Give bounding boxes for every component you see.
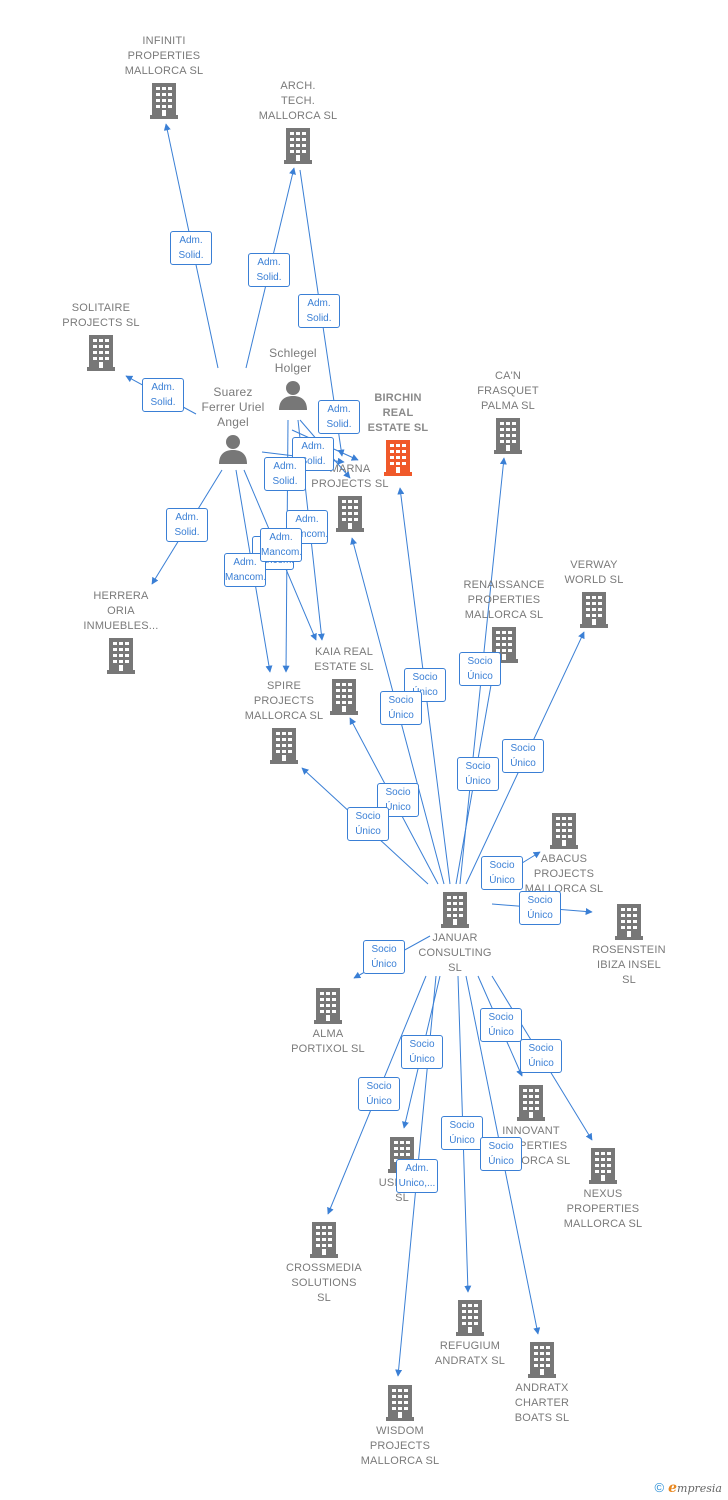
relation-label-januar-innovant[interactable]: Socio Único [480,1008,522,1042]
node-label-infiniti[interactable]: INFINITI PROPERTIES MALLORCA SL [124,35,204,77]
building-icon-wisdom[interactable] [386,1385,414,1421]
node-label-andratx[interactable]: ANDRATX CHARTER BOATS SL [514,1382,570,1424]
person-icon-suarez[interactable] [219,435,247,464]
relation-label-januar-kaia[interactable]: Socio Único [377,783,419,817]
node-label-renaissance[interactable]: RENAISSANCE PROPERTIES MALLORCA SL [463,579,545,621]
building-icon-rosenstein[interactable] [615,904,643,940]
node-label-spire[interactable]: SPIRE PROJECTS MALLORCA SL [244,680,324,722]
node-label-herrera[interactable]: HERRERA ORIA INMUEBLES... [83,590,159,632]
building-icon-crossmedia[interactable] [310,1222,338,1258]
building-icon-arch[interactable] [284,128,312,164]
building-icon-abacus[interactable] [550,813,578,849]
node-label-canfrasquet[interactable]: CA'N FRASQUET PALMA SL [477,370,539,412]
relation-label-januar-birchin[interactable]: Socio Único [404,668,446,702]
building-icon-canfrasquet[interactable] [494,418,522,454]
relation-label-januar-marna[interactable]: Socio Único [380,691,422,725]
relation-label-januar-andratx[interactable]: Socio Único [480,1137,522,1171]
relation-label-januar-crossmedia[interactable]: Socio Único [358,1077,400,1111]
brand-name: mpresia [677,1482,722,1495]
building-icon-herrera[interactable] [107,638,135,674]
node-label-rosenstein[interactable]: ROSENSTEIN IBIZA INSEL SL [592,944,666,986]
building-icon-spire[interactable] [270,728,298,764]
building-icon-alma[interactable] [314,988,342,1024]
relation-label-suarez-herrera[interactable]: Adm. Solid. [166,508,208,542]
building-icon-januar[interactable] [441,892,469,928]
node-label-marna[interactable]: MARNA PROJECTS SL [311,463,389,490]
node-label-abacus[interactable]: ABACUS PROJECTS MALLORCA SL [524,853,604,895]
relation-label-januar-refugium[interactable]: Socio Único [441,1116,483,1150]
relation-label-januar-renaissance[interactable]: Socio Único [457,757,499,791]
relation-label-suarez-solitaire[interactable]: Adm. Solid. [142,378,184,412]
node-label-birchin[interactable]: BIRCHIN REAL ESTATE SL [367,392,429,434]
copyright-icon: © [654,1480,665,1495]
relation-label-januar-canfrasquet[interactable]: Socio Único [459,652,501,686]
relation-label-suarez-infiniti[interactable]: Adm. Solid. [170,231,212,265]
building-icon-refugium[interactable] [456,1300,484,1336]
relation-label-suarez-arch[interactable]: Adm. Solid. [248,253,290,287]
relation-label-suarez-spire[interactable]: Adm. Mancom. [224,553,266,587]
relation-label-januar-alma[interactable]: Socio Único [363,940,405,974]
relation-label-januar-wisdom[interactable]: Adm. Unico,... [396,1159,438,1193]
node-label-crossmedia[interactable]: CROSSMEDIA SOLUTIONS SL [286,1262,362,1304]
relation-label-januar-nexus[interactable]: Socio Único [520,1039,562,1073]
node-label-refugium[interactable]: REFUGIUM ANDRATX SL [434,1340,506,1367]
relation-label-schlegel-marna[interactable]: Adm. Solid. [318,400,360,434]
building-icon-verway[interactable] [580,592,608,628]
node-label-nexus[interactable]: NEXUS PROPERTIES MALLORCA SL [563,1188,643,1230]
node-label-schlegel[interactable]: Schlegel Holger [269,346,317,375]
footer-brand: ©empresia [655,1480,722,1496]
node-label-solitaire[interactable]: SOLITAIRE PROJECTS SL [62,302,140,329]
relation-label-januar-rosenstein[interactable]: Socio Único [519,891,561,925]
relation-label-januar-verway[interactable]: Socio Único [502,739,544,773]
building-icon-marna[interactable] [336,496,364,532]
relation-label-januar-usedlo[interactable]: Socio Único [401,1035,443,1069]
node-label-januar[interactable]: JANUAR CONSULTING SL [418,932,492,974]
node-label-alma[interactable]: ALMA PORTIXOL SL [291,1028,365,1055]
node-label-kaia[interactable]: KAIA REAL ESTATE SL [314,646,374,673]
relation-label-suarez-kaia[interactable]: Adm. Mancom. [260,528,302,562]
relation-label-suarez-marna[interactable]: Adm. Solid. [264,457,306,491]
relation-label-januar-spire[interactable]: Socio Único [347,807,389,841]
building-icon-infiniti[interactable] [150,83,178,119]
node-label-suarez[interactable]: Suarez Ferrer Uriel Angel [201,385,265,429]
brand-logo-initial: e [668,1480,678,1496]
building-icon-innovant[interactable] [517,1085,545,1121]
building-icon-solitaire[interactable] [87,335,115,371]
relation-label-schlegel-marna[interactable]: Adm. Solid. [298,294,340,328]
node-label-arch[interactable]: ARCH. TECH. MALLORCA SL [258,80,338,122]
relation-label-januar-abacus[interactable]: Socio Único [481,856,523,890]
node-label-verway[interactable]: VERWAY WORLD SL [564,559,624,586]
node-label-wisdom[interactable]: WISDOM PROJECTS MALLORCA SL [360,1425,440,1467]
